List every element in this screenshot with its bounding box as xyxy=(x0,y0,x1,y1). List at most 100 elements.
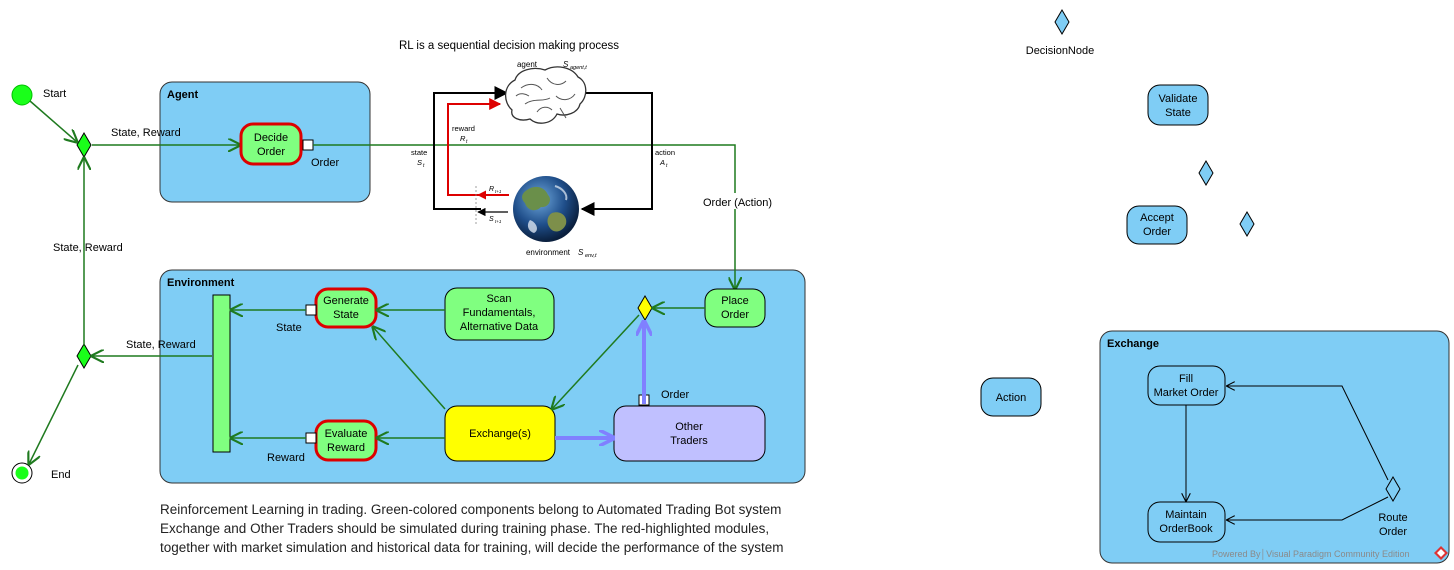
place-order-node[interactable]: Place Order xyxy=(704,288,766,328)
end-node[interactable] xyxy=(11,462,33,484)
action-loop-arrow xyxy=(580,92,653,216)
diagram-caption: Reinforcement Learning in trading. Green… xyxy=(160,500,860,557)
reward-output-pin[interactable] xyxy=(305,432,317,444)
next-state-symbol: S xyxy=(489,216,494,223)
generate-state-line1: Generate xyxy=(323,295,369,307)
next-state-subscript: t+1 xyxy=(495,219,502,224)
decision-node-label: DecisionNode xyxy=(1026,45,1094,57)
edge-route-to-maintain xyxy=(1227,496,1389,520)
reward-pin-label: Reward xyxy=(267,452,305,464)
validate-state-line1: Validate xyxy=(1159,93,1198,105)
scan-line2: Fundamentals, xyxy=(463,307,536,319)
exchanges-node[interactable]: Exchange(s) xyxy=(444,405,556,462)
maintain-orderbook-line1: Maintain xyxy=(1165,509,1207,521)
reward-text: reward xyxy=(452,124,475,133)
validate-state-node[interactable]: Validate State xyxy=(1147,84,1209,126)
accept-order-node[interactable]: Accept Order xyxy=(1126,205,1188,245)
generate-state-line2: State xyxy=(333,309,359,321)
start-node[interactable] xyxy=(11,84,33,106)
action-symbol: A xyxy=(659,158,665,167)
state-output-pin[interactable] xyxy=(305,304,317,316)
scan-line3: Alternative Data xyxy=(460,321,539,333)
maintain-orderbook-line2: OrderBook xyxy=(1159,523,1213,535)
decide-order-line2: Order xyxy=(257,146,285,158)
evaluate-reward-line1: Evaluate xyxy=(325,428,368,440)
fill-market-order-line1: Fill xyxy=(1179,373,1193,385)
route-order-line2: Order xyxy=(1379,526,1407,538)
agent-text: agent xyxy=(517,60,538,69)
environment-text: environment xyxy=(526,248,571,257)
agent-container-title: Agent xyxy=(167,89,199,101)
decide-order-node[interactable]: Decide Order xyxy=(239,122,303,166)
edge-exchanges-to-generate xyxy=(373,327,446,410)
edge-route-to-fill xyxy=(1227,386,1389,481)
state-symbol: S xyxy=(417,158,422,167)
evaluate-reward-line2: Reward xyxy=(327,442,365,454)
environment-symbol: S xyxy=(578,248,584,257)
maintain-orderbook-node[interactable]: Maintain OrderBook xyxy=(1147,501,1226,543)
action-node[interactable]: Action xyxy=(980,377,1042,417)
action-label: Action xyxy=(996,392,1027,404)
join-bar[interactable] xyxy=(212,294,231,453)
watermark-logo-icon xyxy=(1434,546,1448,560)
brain-image xyxy=(504,66,587,124)
place-order-line2: Order xyxy=(721,309,749,321)
decide-order-line1: Decide xyxy=(254,132,288,144)
caption-line-2: Exchange and Other Traders should be sim… xyxy=(160,521,770,536)
validate-state-line2: State xyxy=(1165,107,1191,119)
edge-start-to-decision xyxy=(29,100,77,142)
state-pin-label: State xyxy=(276,322,302,334)
order-action-label: Order (Action) xyxy=(703,197,772,209)
environment-subscript: env,t xyxy=(585,253,597,259)
next-reward-symbol: R xyxy=(489,186,494,193)
reward-loop-arrow xyxy=(447,98,509,196)
state-reward-label-bottom: State, Reward xyxy=(126,339,196,351)
order-pin-label: Order xyxy=(311,157,339,169)
reward-subscript: t xyxy=(466,139,468,145)
state-reward-label-left: State, Reward xyxy=(53,242,123,254)
edge-decision-to-end xyxy=(29,364,79,464)
scan-line1: Scan xyxy=(486,293,511,305)
state-text: state xyxy=(411,148,427,157)
caption-line-1: Reinforcement Learning in trading. Green… xyxy=(160,502,782,517)
merge-decision-top[interactable] xyxy=(76,132,92,158)
edge-decision-to-exchanges xyxy=(552,314,640,409)
other-traders-line2: Traders xyxy=(670,435,708,447)
agent-symbol: S xyxy=(563,60,569,69)
state-reward-label-top: State, Reward xyxy=(111,127,181,139)
other-traders-line1: Other xyxy=(675,421,703,433)
earth-image xyxy=(513,176,579,242)
edge-decide-to-place-order xyxy=(313,144,735,289)
accept-order-line1: Accept xyxy=(1140,212,1174,224)
fill-market-order-line2: Market Order xyxy=(1154,387,1219,399)
caption-line-3: together with market simulation and hist… xyxy=(160,540,784,555)
watermark-text: Powered By│Visual Paradigm Community Edi… xyxy=(1212,548,1410,560)
other-traders-node[interactable]: Other Traders xyxy=(613,405,766,462)
action-text: action xyxy=(655,148,675,157)
place-order-line1: Place xyxy=(721,295,749,307)
order-output-pin[interactable] xyxy=(302,139,314,151)
decision-node-2[interactable] xyxy=(1198,160,1214,186)
decision-node-3[interactable] xyxy=(1239,211,1255,237)
merge-decision-bottom[interactable] xyxy=(76,343,92,369)
accept-order-line2: Order xyxy=(1143,226,1171,238)
evaluate-reward-node[interactable]: Evaluate Reward xyxy=(314,419,378,462)
generate-state-node[interactable]: Generate State xyxy=(314,287,378,329)
environment-container-title: Environment xyxy=(167,277,235,289)
reward-symbol: R xyxy=(460,134,466,143)
action-subscript: t xyxy=(666,163,668,169)
rl-panel: RL is a sequential decision making proce… xyxy=(399,40,675,259)
decision-node-palette[interactable] xyxy=(1054,9,1070,35)
scan-node[interactable]: Scan Fundamentals, Alternative Data xyxy=(444,287,555,341)
exchange-container-title: Exchange xyxy=(1107,338,1159,350)
traders-order-label: Order xyxy=(661,389,689,401)
fill-market-order-node[interactable]: Fill Market Order xyxy=(1147,365,1226,406)
order-action-label-bg xyxy=(700,193,774,209)
agent-subscript: agent,t xyxy=(570,65,587,71)
route-order-decision[interactable] xyxy=(1385,476,1401,502)
route-order-line1: Route xyxy=(1378,512,1407,524)
next-reward-subscript: t+1 xyxy=(495,189,502,194)
end-label: End xyxy=(51,469,71,481)
state-subscript: t xyxy=(423,163,425,169)
